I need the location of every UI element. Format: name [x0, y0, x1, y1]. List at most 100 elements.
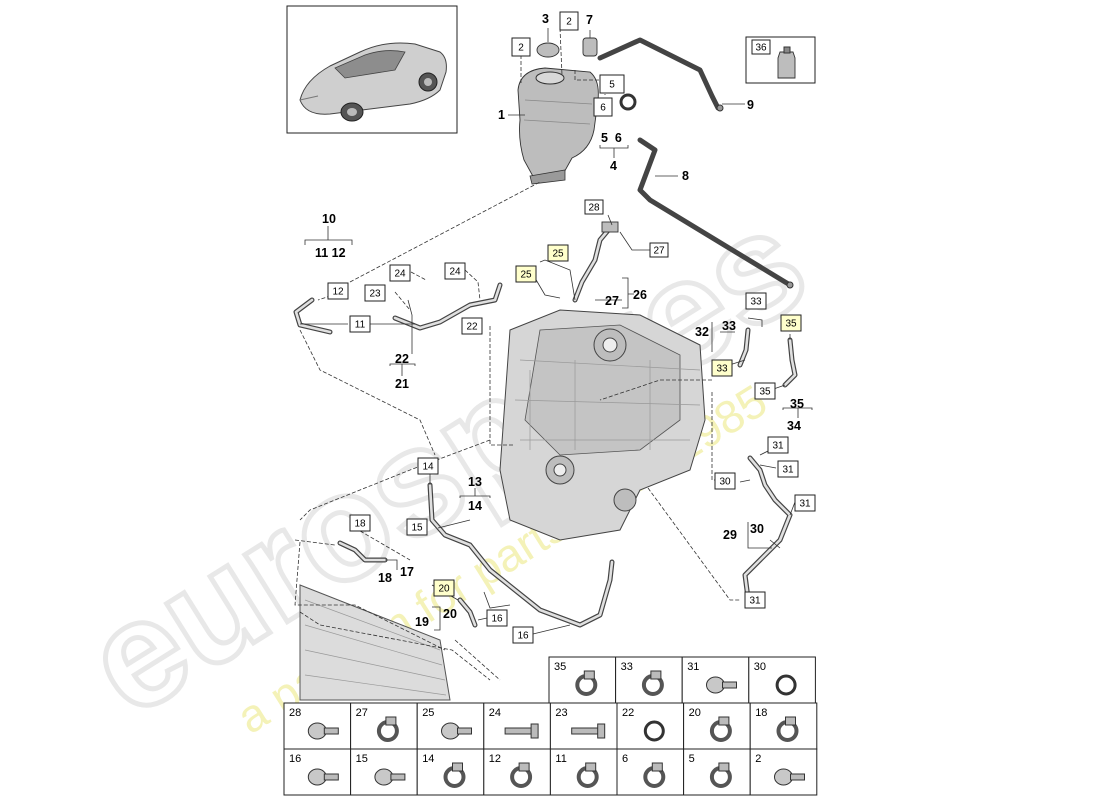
parts-table-cell-27: 27	[350, 702, 418, 750]
boxed-ref-label: 14	[422, 462, 434, 473]
part-thumbnail-icon	[709, 762, 732, 788]
part-thumbnail-icon	[374, 768, 406, 786]
callout-10: 10	[322, 212, 336, 226]
parts-table-cell-23: 23	[549, 702, 618, 750]
boxed-ref-2: 2	[511, 37, 531, 57]
boxed-ref-25: 25	[515, 265, 537, 283]
part-thumbnail-icon	[706, 676, 737, 694]
callout-17: 17	[400, 565, 414, 579]
boxed-ref-24: 24	[444, 262, 466, 280]
part-thumbnail-icon	[441, 722, 472, 740]
group-label-11-12: 11 12	[315, 246, 346, 260]
parts-table-cell-24: 24	[483, 702, 551, 750]
parts-table-cell-33: 33	[615, 656, 683, 704]
callout-3: 3	[542, 12, 549, 26]
radiator	[299, 584, 451, 701]
boxed-ref-label: 35	[759, 387, 771, 398]
expansion-tank	[517, 67, 599, 185]
boxed-ref-label: 16	[517, 631, 529, 642]
part-thumbnail-icon	[575, 670, 598, 696]
parts-table-cell-number: 35	[554, 661, 566, 673]
parts-table-cell-6: 6	[616, 748, 685, 796]
parts-table-cell-number: 33	[621, 661, 633, 673]
callout-4: 4	[610, 159, 617, 173]
parts-table-cell-number: 12	[489, 753, 501, 765]
boxed-ref-label: 31	[772, 441, 784, 452]
part-thumbnail-icon	[571, 723, 606, 739]
boxed-ref-31: 31	[794, 494, 816, 512]
group-label-14: 14	[468, 499, 482, 513]
hose-group-26	[572, 221, 619, 303]
group-label-33: 33	[722, 319, 736, 333]
car-icon	[299, 42, 447, 122]
engine-assembly	[499, 309, 706, 541]
boxed-ref-14: 14	[417, 457, 439, 475]
boxed-ref-36: 36	[751, 39, 771, 55]
hose-group-17	[337, 540, 388, 563]
boxed-ref-label: 24	[449, 267, 461, 278]
boxed-ref-25: 25	[547, 244, 569, 262]
hose-group-10	[293, 297, 333, 335]
callout-13: 13	[468, 475, 482, 489]
boxed-ref-label: 31	[782, 465, 794, 476]
parts-table-cell-12: 12	[483, 748, 551, 796]
boxed-ref-label: 24	[394, 269, 406, 280]
parts-table-cell-31: 31	[681, 656, 750, 704]
parts-table-cell-number: 31	[687, 661, 699, 673]
callout-32: 32	[695, 325, 709, 339]
boxed-ref-label: 25	[552, 249, 564, 260]
boxed-ref-label: 20	[438, 584, 450, 595]
group-label-20: 20	[443, 607, 457, 621]
part-thumbnail-icon	[510, 762, 533, 788]
boxed-ref-label: 23	[369, 289, 381, 300]
part-thumbnail-icon	[709, 716, 732, 742]
parts-table-cell-5: 5	[683, 748, 751, 796]
callout-26: 26	[633, 288, 647, 302]
boxed-ref-label: 31	[749, 596, 761, 607]
parts-table-cell-number: 18	[755, 707, 767, 719]
boxed-ref-label: 16	[491, 614, 503, 625]
boxed-ref-label: 33	[716, 364, 728, 375]
parts-table-cell-number: 5	[689, 753, 695, 765]
parts-table-cell-number: 11	[555, 753, 566, 765]
hose-group-32	[737, 327, 798, 388]
parts-table-cell-30: 30	[748, 656, 816, 704]
boxed-ref-20: 20	[433, 579, 455, 597]
callout-8: 8	[682, 169, 689, 183]
parts-table-cell-22: 22	[616, 702, 685, 750]
boxed-ref-31: 31	[744, 591, 766, 609]
parts-table-cell-15: 15	[350, 748, 418, 796]
group-label-18: 18	[378, 571, 392, 585]
parts-table-cell-14: 14	[416, 748, 485, 796]
parts-table-cell-number: 16	[289, 753, 301, 765]
parts-table-cell-number: 30	[754, 661, 766, 673]
boxed-ref-label: 33	[750, 297, 762, 308]
boxed-ref-label: 15	[411, 523, 423, 534]
parts-table-cell-number: 20	[689, 707, 701, 719]
parts-table-cell-number: 15	[356, 753, 368, 765]
callout-9: 9	[747, 98, 754, 112]
boxed-ref-35: 35	[780, 314, 802, 332]
hose-group-19	[457, 597, 478, 628]
group-label-5-6: 5 6	[601, 131, 622, 145]
boxed-ref-6: 6	[593, 97, 613, 117]
part-thumbnail-icon	[307, 768, 339, 786]
callouts: 1 3 7 9 4 8 10 21 26 34 13 17 19 29 32 5…	[315, 12, 804, 629]
boxed-ref-12: 12	[327, 282, 349, 300]
part-thumbnail-icon	[775, 674, 797, 696]
parts-table-cell-number: 6	[622, 753, 628, 765]
parts-table-cell-number: 23	[555, 707, 567, 719]
filler-cap	[536, 42, 560, 58]
boxed-ref-33: 33	[745, 292, 767, 310]
parts-table-cell-18: 18	[749, 702, 818, 750]
parts-table-cell-35: 35	[548, 656, 617, 704]
boxed-ref-label: 5	[609, 80, 615, 91]
sensor-7	[582, 37, 598, 57]
boxed-ref-22: 22	[461, 317, 483, 335]
callout-34: 34	[787, 419, 801, 433]
group-label-30: 30	[750, 522, 764, 536]
boxed-ref-5: 5	[599, 74, 625, 94]
part-thumbnail-icon	[307, 722, 339, 740]
parts-table-cell-number: 22	[622, 707, 634, 719]
